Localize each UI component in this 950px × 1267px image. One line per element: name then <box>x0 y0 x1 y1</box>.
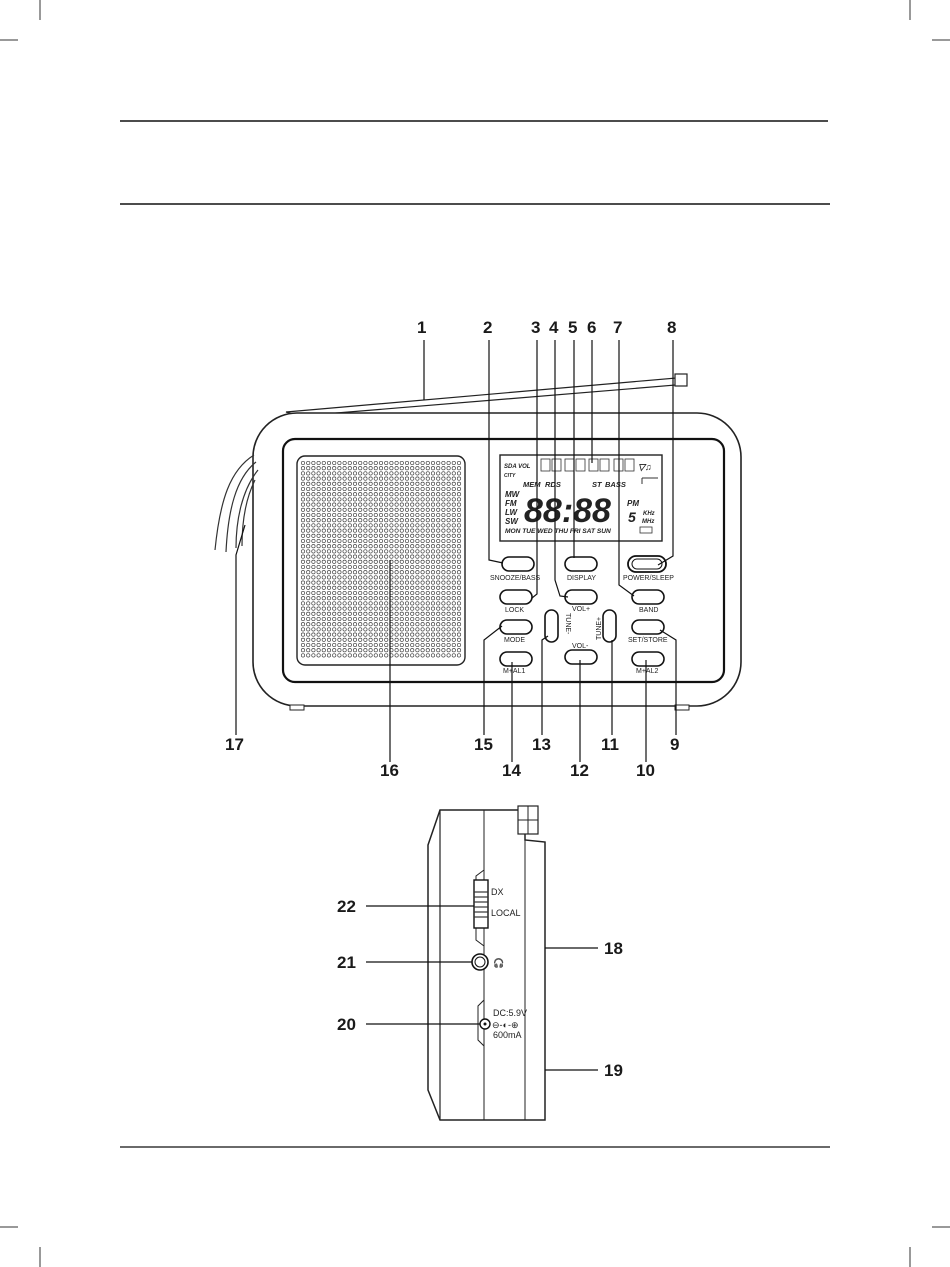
callout-21: 21 <box>337 953 356 972</box>
local-label: LOCAL <box>491 908 521 918</box>
power-sleep-label: POWER/SLEEP <box>623 575 674 582</box>
vol-minus-label: VOL- <box>572 643 589 650</box>
callout-14: 14 <box>502 761 521 780</box>
polarity-icon: ⊖-◐-⊕ <box>492 1020 519 1030</box>
snooze-bass-label: SNOOZE/BASS <box>490 575 541 582</box>
dx-local-switch[interactable] <box>474 880 488 928</box>
lcd-khz: KHz <box>643 511 655 517</box>
display-button[interactable]: DISPLAY <box>565 557 597 582</box>
callout-8: 8 <box>667 318 676 337</box>
lcd-sw: SW <box>505 517 519 526</box>
dc-jack[interactable] <box>480 1019 490 1029</box>
callout-9: 9 <box>670 735 679 754</box>
callout-3: 3 <box>531 318 540 337</box>
dc-line1: DC:5.9V <box>493 1008 527 1018</box>
callout-12: 12 <box>570 761 589 780</box>
lcd-fm: FM <box>505 499 517 508</box>
lcd-mhz: MHz <box>642 519 654 525</box>
callout-4: 4 <box>549 318 559 337</box>
mode-label: MODE <box>504 637 525 644</box>
callout-17: 17 <box>225 735 244 754</box>
foot-left <box>290 705 304 710</box>
callout-7: 7 <box>613 318 622 337</box>
callout-11: 11 <box>601 735 619 754</box>
lcd-st: ST <box>592 480 603 489</box>
lcd-city: CITY <box>504 473 516 479</box>
lcd-rds: RDS <box>545 480 561 489</box>
m-al1-label: M+AL1 <box>503 668 525 675</box>
lcd-mem: MEM <box>523 480 541 489</box>
callout-5: 5 <box>568 318 577 337</box>
lcd-bass: BASS <box>605 480 626 489</box>
headphone-jack[interactable] <box>472 954 488 970</box>
dx-label: DX <box>491 887 504 897</box>
wrist-strap <box>215 455 258 552</box>
lcd-days: MON TUE WED THU FRI SAT SUN <box>505 528 611 535</box>
vol-plus-label: VOL+ <box>572 606 590 613</box>
set-store-button[interactable]: SET/STORE <box>628 620 668 644</box>
headphone-icon: 🎧 <box>493 957 504 968</box>
lcd-sda-vol: SDA VOL <box>504 464 531 470</box>
callout-18: 18 <box>604 939 623 958</box>
lcd-display: SDA VOL CITY MEM RDS ST BASS MW FM LW SW… <box>500 455 662 541</box>
callout-2: 2 <box>483 318 492 337</box>
tune-plus-label: TUNE+ <box>596 617 603 640</box>
callout-6: 6 <box>587 318 596 337</box>
band-label: BAND <box>639 607 658 614</box>
callout-1: 1 <box>417 318 426 337</box>
m-al2-label: M+AL2 <box>636 668 658 675</box>
callout-20: 20 <box>337 1015 356 1034</box>
lock-label: LOCK <box>505 607 524 614</box>
callout-10: 10 <box>636 761 655 780</box>
lcd-sleep-digit: 5 <box>628 509 636 525</box>
callout-13: 13 <box>532 735 551 754</box>
foot-right <box>675 705 689 710</box>
antenna <box>286 374 687 416</box>
lcd-mw: MW <box>505 490 521 499</box>
lcd-pm: PM <box>627 499 639 508</box>
set-store-label: SET/STORE <box>628 637 668 644</box>
dc-line2: 600mA <box>493 1030 522 1040</box>
tune-minus-label: TUNE- <box>564 613 571 635</box>
callout-16: 16 <box>380 761 399 780</box>
callout-15: 15 <box>474 735 493 754</box>
signal-icon: ▽♫ <box>638 462 652 472</box>
callout-19: 19 <box>604 1061 623 1080</box>
lcd-lw: LW <box>505 508 518 517</box>
display-label: DISPLAY <box>567 575 596 582</box>
callout-22: 22 <box>337 897 356 916</box>
